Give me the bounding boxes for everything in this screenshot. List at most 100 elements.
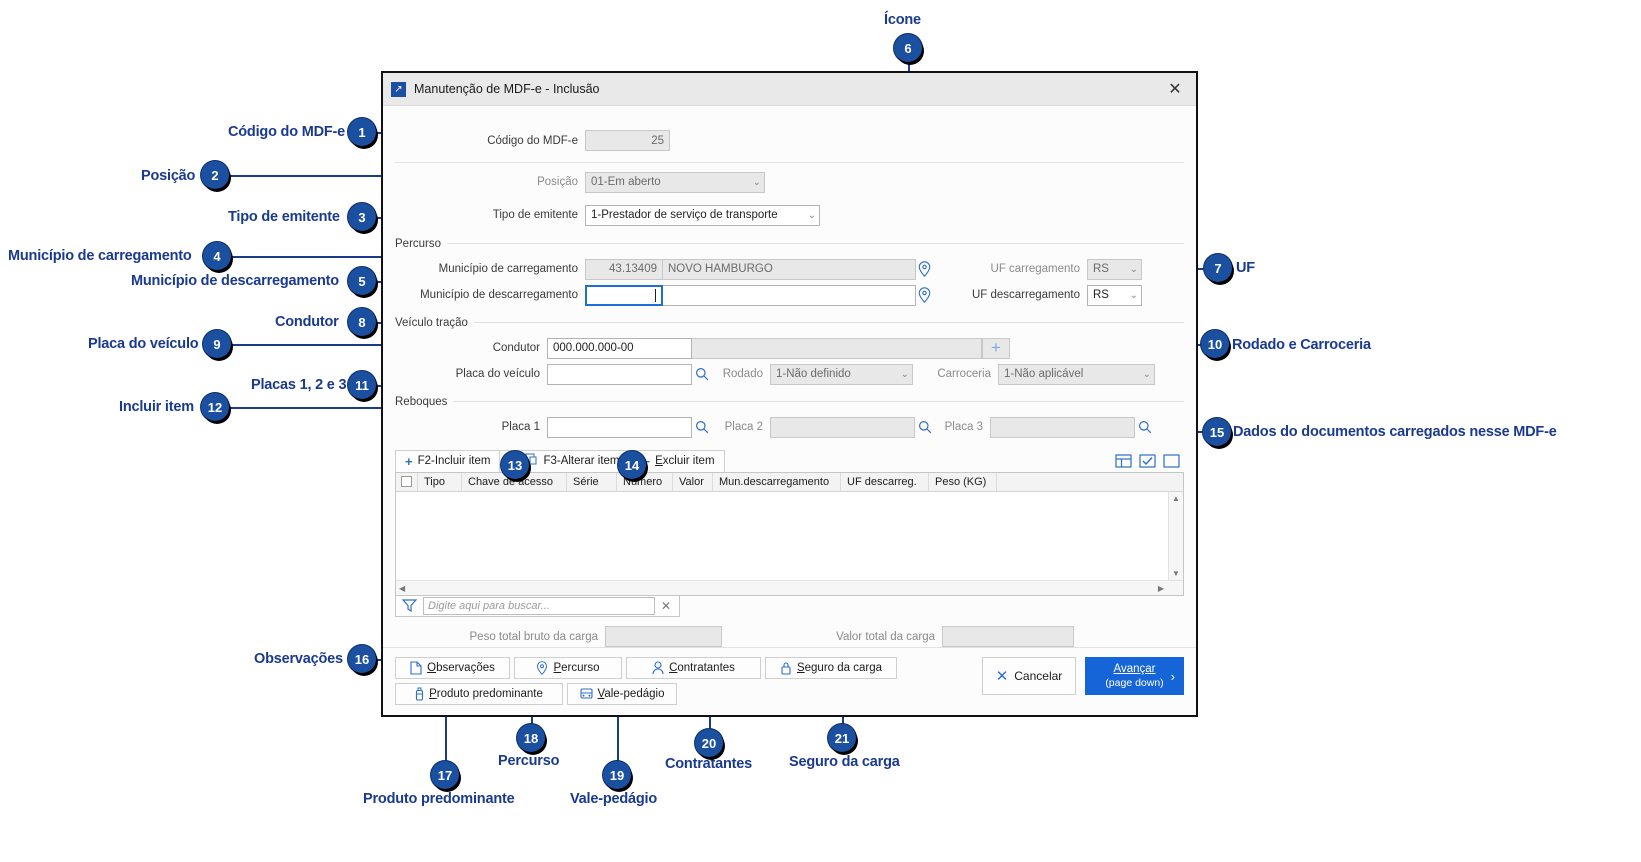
- annotation-label-20: Contratantes: [665, 756, 753, 772]
- layout-columns-icon[interactable]: [1115, 453, 1132, 470]
- search-icon[interactable]: [692, 417, 712, 437]
- add-condutor-button[interactable]: +: [982, 337, 1010, 359]
- map-pin-icon[interactable]: [916, 286, 932, 304]
- grid-horizontal-scrollbar[interactable]: ◀ ▶: [396, 580, 1183, 596]
- placa-veiculo-input[interactable]: [547, 363, 692, 385]
- grid-col-tipo[interactable]: Tipo: [418, 472, 462, 491]
- check-square-icon[interactable]: [1139, 453, 1156, 470]
- grid-col-uf-descarreg[interactable]: UF descarreg.: [841, 472, 929, 491]
- search-icon[interactable]: [692, 364, 712, 384]
- uf-descarregamento-select[interactable]: RS ⌄: [1087, 284, 1142, 306]
- row-municipio-descarregamento: Município de descarregamento UF descarre…: [395, 284, 1184, 306]
- uf-carregamento-select[interactable]: RS ⌄: [1087, 258, 1142, 280]
- grid-col-serie[interactable]: Série: [567, 472, 617, 491]
- peso-total-label: Peso total bruto da carga: [469, 630, 599, 643]
- grid-col-valor[interactable]: Valor: [673, 472, 713, 491]
- alterar-item-label: F3-Alterar item: [543, 455, 620, 468]
- vale-pedagio-button[interactable]: Vale-pedágio: [567, 683, 677, 705]
- scroll-right-icon[interactable]: ▶: [1157, 583, 1164, 593]
- codigo-mdfe-input[interactable]: 25: [585, 130, 670, 151]
- observacoes-button[interactable]: Observações: [395, 657, 510, 679]
- annotation-bubble-9: 9: [203, 330, 231, 358]
- uf-descarregamento-value: RS: [1093, 289, 1109, 302]
- grid-rows-area: ▲ ▼: [396, 491, 1183, 581]
- annotation-bubble-7: 7: [1204, 254, 1232, 282]
- seguro-carga-label: Seguro da carga: [796, 662, 883, 674]
- window-app-icon: ↗: [391, 81, 406, 97]
- annotation-label-12: Incluir item: [119, 399, 194, 415]
- annotation-label-4: Município de carregamento: [8, 248, 192, 264]
- municipio-carregamento-code-input[interactable]: 43.13409: [585, 258, 663, 280]
- produto-predominante-label: Produto predominante: [429, 688, 543, 700]
- cancel-button[interactable]: ✕ Cancelar: [982, 657, 1076, 695]
- scroll-left-icon[interactable]: ◀: [399, 583, 406, 593]
- annotation-line-9: [230, 344, 518, 346]
- funnel-icon[interactable]: [401, 598, 418, 615]
- tipo-emitente-select[interactable]: 1-Prestador de serviço de transporte ⌄: [585, 204, 820, 226]
- group-veiculo-tracao: Veículo tração: [395, 317, 1184, 329]
- contratantes-label: Contratantes: [669, 662, 735, 674]
- window-titlebar: ↗ Manutenção de MDF-e - Inclusão ✕: [383, 73, 1196, 106]
- rodado-select[interactable]: 1-Não definido ⌄: [770, 363, 913, 385]
- grid-col-chave-acesso[interactable]: Chave de acesso: [462, 472, 567, 491]
- annotation-bubble-12: 12: [201, 393, 229, 421]
- avancar-sublabel: (page down): [1105, 676, 1164, 689]
- annotation-label-10: Rodado e Carroceria: [1232, 337, 1371, 353]
- posicao-select[interactable]: 01-Em aberto ⌄: [585, 171, 765, 193]
- condutor-label: Condutor: [492, 342, 540, 355]
- annotation-label-7: UF: [1236, 260, 1255, 276]
- percurso-label: Percurso: [553, 662, 600, 674]
- clear-search-icon[interactable]: ✕: [660, 599, 671, 614]
- search-icon[interactable]: [915, 417, 935, 437]
- search-icon[interactable]: [1135, 417, 1155, 437]
- uf-carregamento-value: RS: [1093, 263, 1109, 276]
- grid-select-all-checkbox[interactable]: [396, 472, 418, 491]
- carroceria-select[interactable]: 1-Não aplicável ⌄: [998, 363, 1155, 385]
- carroceria-value: 1-Não aplicável: [1004, 368, 1084, 381]
- group-veiculo-title: Veículo tração: [395, 316, 468, 329]
- grid-empty-area[interactable]: [396, 492, 1168, 581]
- percurso-button[interactable]: Percurso: [514, 657, 622, 679]
- seguro-carga-button[interactable]: Seguro da carga: [765, 657, 897, 679]
- contratantes-button[interactable]: Contratantes: [626, 657, 761, 679]
- tipo-emitente-label: Tipo de emitente: [492, 209, 578, 222]
- placa2-input[interactable]: [770, 416, 915, 438]
- square-icon[interactable]: [1163, 453, 1180, 470]
- grid-search-input[interactable]: Digite aqui para buscar...: [423, 597, 655, 616]
- grid-col-peso[interactable]: Peso (KG): [929, 472, 997, 491]
- map-pin-icon[interactable]: [916, 260, 932, 278]
- scroll-up-icon[interactable]: ▲: [1172, 494, 1180, 504]
- placa2-label: Placa 2: [724, 421, 763, 434]
- avancar-button[interactable]: Avançar (page down) ›: [1085, 657, 1184, 695]
- excluir-item-button[interactable]: − Excluir item: [632, 449, 725, 473]
- grid-vertical-scrollbar[interactable]: ▲ ▼: [1168, 491, 1183, 581]
- condutor-cpf-input[interactable]: 000.000.000-00: [547, 337, 692, 359]
- annotation-bubble-21: 21: [828, 724, 856, 752]
- annotation-bubble-20: 20: [695, 729, 723, 757]
- placa1-input[interactable]: [547, 416, 692, 438]
- group-veiculo-header: Veículo tração: [395, 317, 1184, 329]
- municipio-carregamento-name-input[interactable]: NOVO HAMBURGO: [663, 258, 916, 280]
- group-reboques-title: Reboques: [395, 395, 448, 408]
- chevron-down-icon: ⌄: [1129, 289, 1138, 301]
- annotation-bubble-5: 5: [348, 267, 376, 295]
- annotation-label-1: Código do MDF-e: [228, 124, 346, 140]
- footer-button-row-2: Produto predominante Vale-pedágio: [395, 683, 897, 705]
- condutor-nome-input[interactable]: [692, 337, 982, 359]
- placa3-input[interactable]: [990, 416, 1135, 438]
- annotation-line-12: [228, 407, 400, 409]
- grid-col-mun-descarregamento[interactable]: Mun.descarregamento: [713, 472, 841, 491]
- close-icon[interactable]: ✕: [1168, 81, 1182, 98]
- tipo-emitente-value: 1-Prestador de serviço de transporte: [591, 209, 778, 222]
- cancel-label: Cancelar: [1014, 669, 1063, 683]
- municipio-descarregamento-name-input[interactable]: [663, 284, 916, 306]
- row-tipo-emitente: Tipo de emitente 1-Prestador de serviço …: [395, 204, 1184, 226]
- items-grid: Tipo Chave de acesso Série Número Valor …: [395, 471, 1184, 597]
- incluir-item-button[interactable]: + F2-Incluir item: [395, 449, 501, 473]
- produto-predominante-button[interactable]: Produto predominante: [395, 683, 563, 705]
- divider: [473, 322, 1184, 324]
- scroll-down-icon[interactable]: ▼: [1172, 568, 1180, 578]
- municipio-descarregamento-code-input[interactable]: [585, 284, 663, 306]
- municipio-carregamento-label: Município de carregamento: [438, 263, 578, 276]
- alterar-item-button[interactable]: F3-Alterar item: [515, 449, 630, 473]
